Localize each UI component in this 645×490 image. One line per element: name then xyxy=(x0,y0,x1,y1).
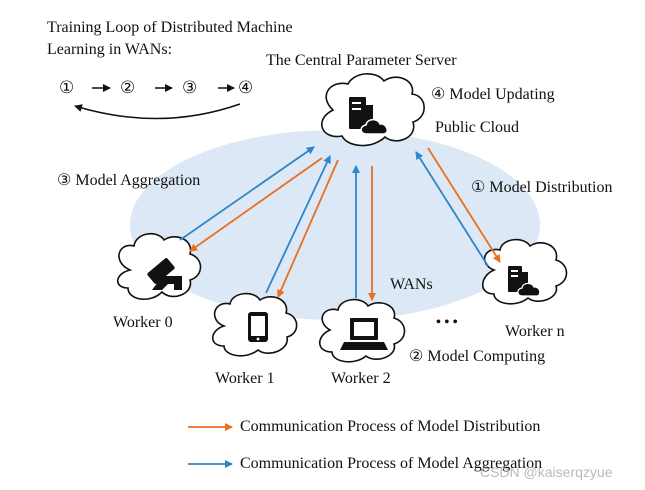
watermark: CSDN @kaiserqzyue xyxy=(480,464,613,480)
worker-n-server-icon xyxy=(508,266,541,297)
model-updating-label: ④ Model Updating xyxy=(431,86,555,103)
wans-label: WANs xyxy=(390,276,433,293)
tablet-icon xyxy=(248,312,268,342)
ellipsis-dots: • • • xyxy=(436,315,458,330)
worker-0-label: Worker 0 xyxy=(113,314,173,331)
server-title: The Central Parameter Server xyxy=(266,52,457,69)
model-distribution-label: ① Model Distribution xyxy=(471,179,613,196)
camera-icon xyxy=(147,258,182,290)
legend-distribution-label: Communication Process of Model Distribut… xyxy=(240,418,541,435)
loop-title-line2: Learning in WANs: xyxy=(47,41,173,58)
model-aggregation-label: ③ Model Aggregation xyxy=(57,172,201,189)
worker-2-label: Worker 2 xyxy=(331,370,391,387)
distribution-arrows xyxy=(189,147,501,301)
legend-aggregation-label: Communication Process of Model Aggregati… xyxy=(240,455,543,472)
loop-step-1: ① xyxy=(59,78,75,97)
aggregation-arrows xyxy=(179,146,489,298)
worker-n-label: Worker n xyxy=(505,323,565,340)
laptop-icon xyxy=(340,318,388,350)
loop-step-2: ② xyxy=(120,78,136,97)
server-icon xyxy=(349,97,388,135)
loop-step-3: ③ xyxy=(182,78,198,97)
model-computing-label: ② Model Computing xyxy=(409,348,546,365)
wan-region xyxy=(130,130,540,320)
public-cloud-label: Public Cloud xyxy=(435,119,520,136)
loop-step-4: ④ xyxy=(238,78,254,97)
loop-arrows xyxy=(74,84,241,120)
central-cloud xyxy=(321,73,425,147)
loop-title-line1: Training Loop of Distributed Machine xyxy=(47,19,293,36)
worker-n-cloud xyxy=(481,238,568,305)
worker-1-label: Worker 1 xyxy=(215,370,275,387)
